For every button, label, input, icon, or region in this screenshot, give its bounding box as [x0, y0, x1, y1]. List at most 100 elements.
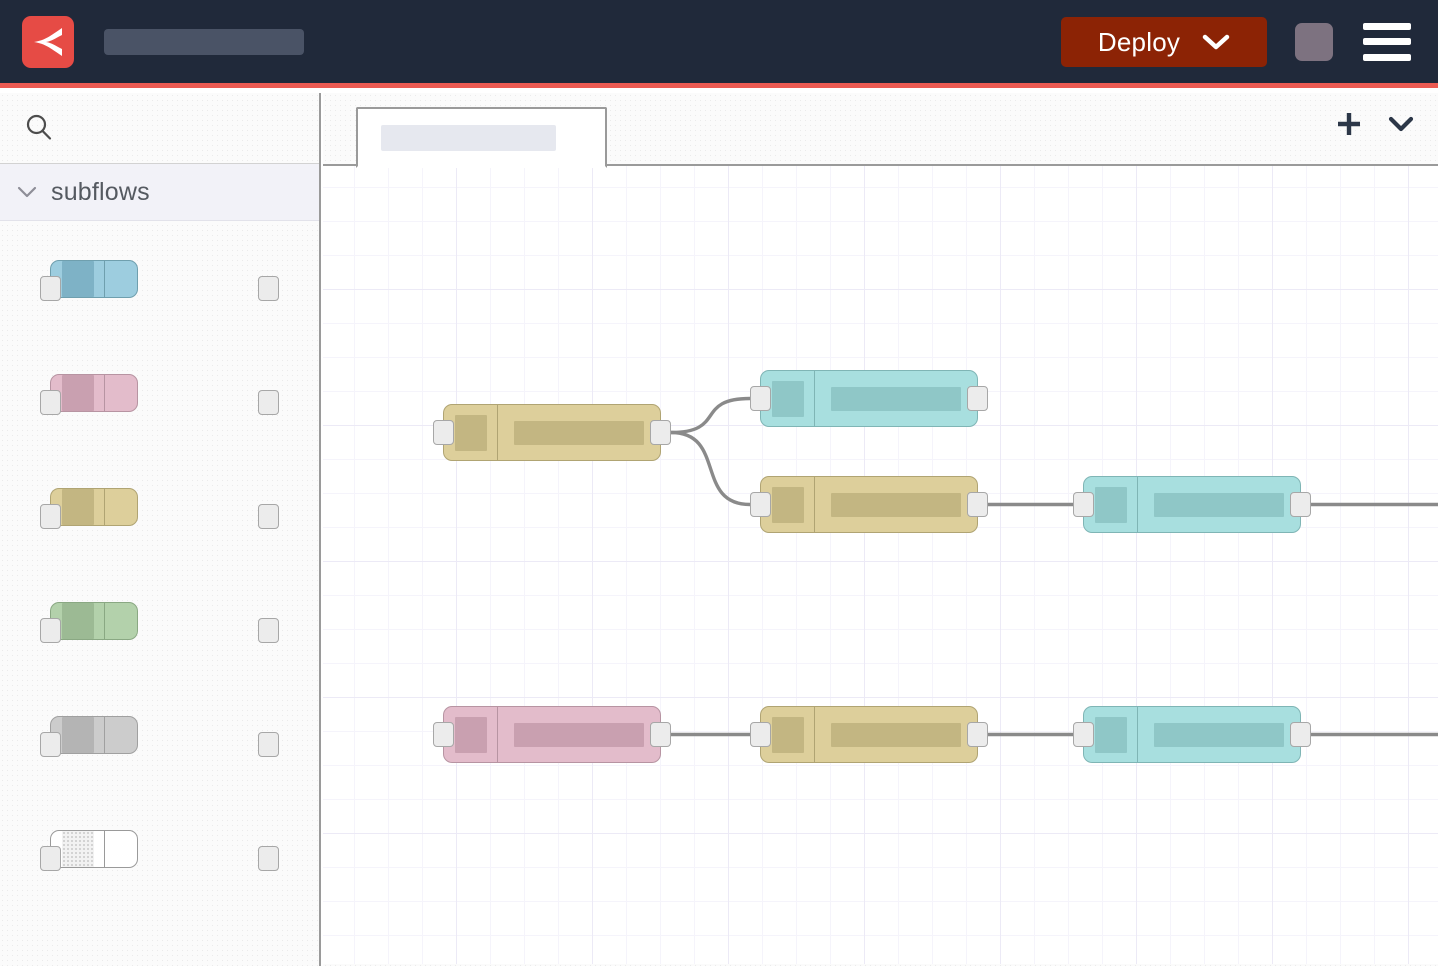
- node-type-icon: [771, 716, 804, 753]
- node-label-placeholder: [831, 492, 961, 517]
- hamburger-menu-icon[interactable]: [1363, 22, 1411, 61]
- node-label-placeholder: [831, 386, 961, 411]
- node-type-icon: [454, 414, 487, 451]
- node-output-port[interactable]: [967, 386, 988, 411]
- node-output-port[interactable]: [650, 420, 671, 445]
- node-output-port[interactable]: [258, 390, 279, 415]
- palette-node-grey[interactable]: [0, 693, 319, 807]
- node-label-placeholder: [1154, 492, 1284, 517]
- canvas-node-cyan-2-body[interactable]: [1083, 476, 1301, 533]
- node-type-icon: [61, 261, 94, 297]
- palette-node-green-body[interactable]: [50, 602, 138, 640]
- node-icon-area: [761, 371, 815, 426]
- wire-n1-n2[interactable]: [669, 396, 752, 435]
- node-icon-area: [51, 375, 105, 411]
- deploy-button[interactable]: Deploy: [1061, 16, 1267, 67]
- node-body-area: [498, 707, 660, 762]
- canvas-node-tan-2[interactable]: [760, 476, 978, 533]
- palette-node-pink-body[interactable]: [50, 374, 138, 412]
- canvas-node-cyan-1[interactable]: [760, 370, 978, 427]
- deploy-button-label: Deploy: [1097, 26, 1181, 57]
- search-icon[interactable]: [22, 111, 56, 145]
- flow-canvas[interactable]: [323, 166, 1438, 964]
- node-input-port[interactable]: [40, 390, 61, 415]
- canvas-node-cyan-3[interactable]: [1083, 706, 1301, 763]
- node-input-port[interactable]: [1073, 492, 1094, 517]
- node-body-area: [105, 261, 137, 297]
- node-body-area: [815, 371, 977, 426]
- node-output-port[interactable]: [1290, 722, 1311, 747]
- node-output-port[interactable]: [1290, 492, 1311, 517]
- node-output-port[interactable]: [258, 846, 279, 871]
- node-icon-area: [761, 477, 815, 532]
- node-output-port[interactable]: [967, 722, 988, 747]
- node-input-port[interactable]: [40, 618, 61, 643]
- node-output-port[interactable]: [258, 504, 279, 529]
- palette-sidebar: subflows: [0, 93, 321, 966]
- node-input-port[interactable]: [40, 846, 61, 871]
- node-output-port[interactable]: [967, 492, 988, 517]
- canvas-node-tan-1-body[interactable]: [443, 404, 661, 461]
- flow-title-placeholder: [104, 28, 304, 55]
- palette-node-pink[interactable]: [0, 351, 319, 465]
- canvas-node-tan-3[interactable]: [760, 706, 978, 763]
- node-output-port[interactable]: [258, 732, 279, 757]
- node-type-icon: [1094, 716, 1127, 753]
- node-body-area: [1138, 477, 1300, 532]
- node-output-port[interactable]: [258, 618, 279, 643]
- chevron-down-icon[interactable]: [1386, 113, 1416, 135]
- palette-node-grey-body[interactable]: [50, 716, 138, 754]
- palette-node-blue[interactable]: [0, 237, 319, 351]
- node-input-port[interactable]: [750, 722, 771, 747]
- canvas-node-pink-1[interactable]: [443, 706, 661, 763]
- node-body-area: [105, 717, 137, 753]
- user-avatar[interactable]: [1295, 22, 1333, 61]
- wire-n1-n3[interactable]: [669, 430, 752, 507]
- node-body-area: [105, 375, 137, 411]
- flow-tab-1[interactable]: [356, 107, 607, 168]
- node-body-area: [815, 707, 977, 762]
- palette-node-tan-body[interactable]: [50, 488, 138, 526]
- palette-node-blank[interactable]: [0, 807, 319, 921]
- node-input-port[interactable]: [40, 504, 61, 529]
- node-body-area: [105, 603, 137, 639]
- node-label-placeholder: [831, 722, 961, 747]
- chevron-down-icon[interactable]: [15, 184, 39, 200]
- canvas-node-pink-1-body[interactable]: [443, 706, 661, 763]
- node-input-port[interactable]: [433, 420, 454, 445]
- palette-search-row[interactable]: [0, 93, 319, 164]
- node-input-port[interactable]: [1073, 722, 1094, 747]
- palette-node-blank-body[interactable]: [50, 830, 138, 868]
- canvas-node-cyan-2[interactable]: [1083, 476, 1301, 533]
- node-input-port[interactable]: [40, 732, 61, 757]
- node-input-port[interactable]: [750, 492, 771, 517]
- canvas-node-tan-1[interactable]: [443, 404, 661, 461]
- fork-merge-logo-icon: [34, 27, 62, 56]
- node-body-area: [105, 831, 137, 867]
- sidebar-section-subflows[interactable]: subflows: [0, 164, 319, 221]
- canvas-node-tan-2-body[interactable]: [760, 476, 978, 533]
- node-input-port[interactable]: [433, 722, 454, 747]
- canvas-node-tan-3-body[interactable]: [760, 706, 978, 763]
- plus-icon[interactable]: [1334, 109, 1364, 139]
- node-output-port[interactable]: [650, 722, 671, 747]
- canvas-node-cyan-3-body[interactable]: [1083, 706, 1301, 763]
- node-type-icon: [771, 486, 804, 523]
- palette-node-blue-body[interactable]: [50, 260, 138, 298]
- node-body-area: [498, 405, 660, 460]
- tabbar-actions: [1334, 109, 1416, 139]
- palette-node-green[interactable]: [0, 579, 319, 693]
- node-input-port[interactable]: [750, 386, 771, 411]
- node-type-icon: [61, 375, 94, 411]
- node-icon-area: [51, 717, 105, 753]
- node-type-icon: [61, 717, 94, 753]
- palette-node-tan[interactable]: [0, 465, 319, 579]
- node-input-port[interactable]: [40, 276, 61, 301]
- node-output-port[interactable]: [258, 276, 279, 301]
- chevron-down-icon[interactable]: [1202, 33, 1230, 51]
- app-logo[interactable]: [22, 15, 74, 68]
- canvas-node-cyan-1-body[interactable]: [760, 370, 978, 427]
- wire-layer: [669, 396, 1438, 737]
- node-icon-area: [1084, 707, 1138, 762]
